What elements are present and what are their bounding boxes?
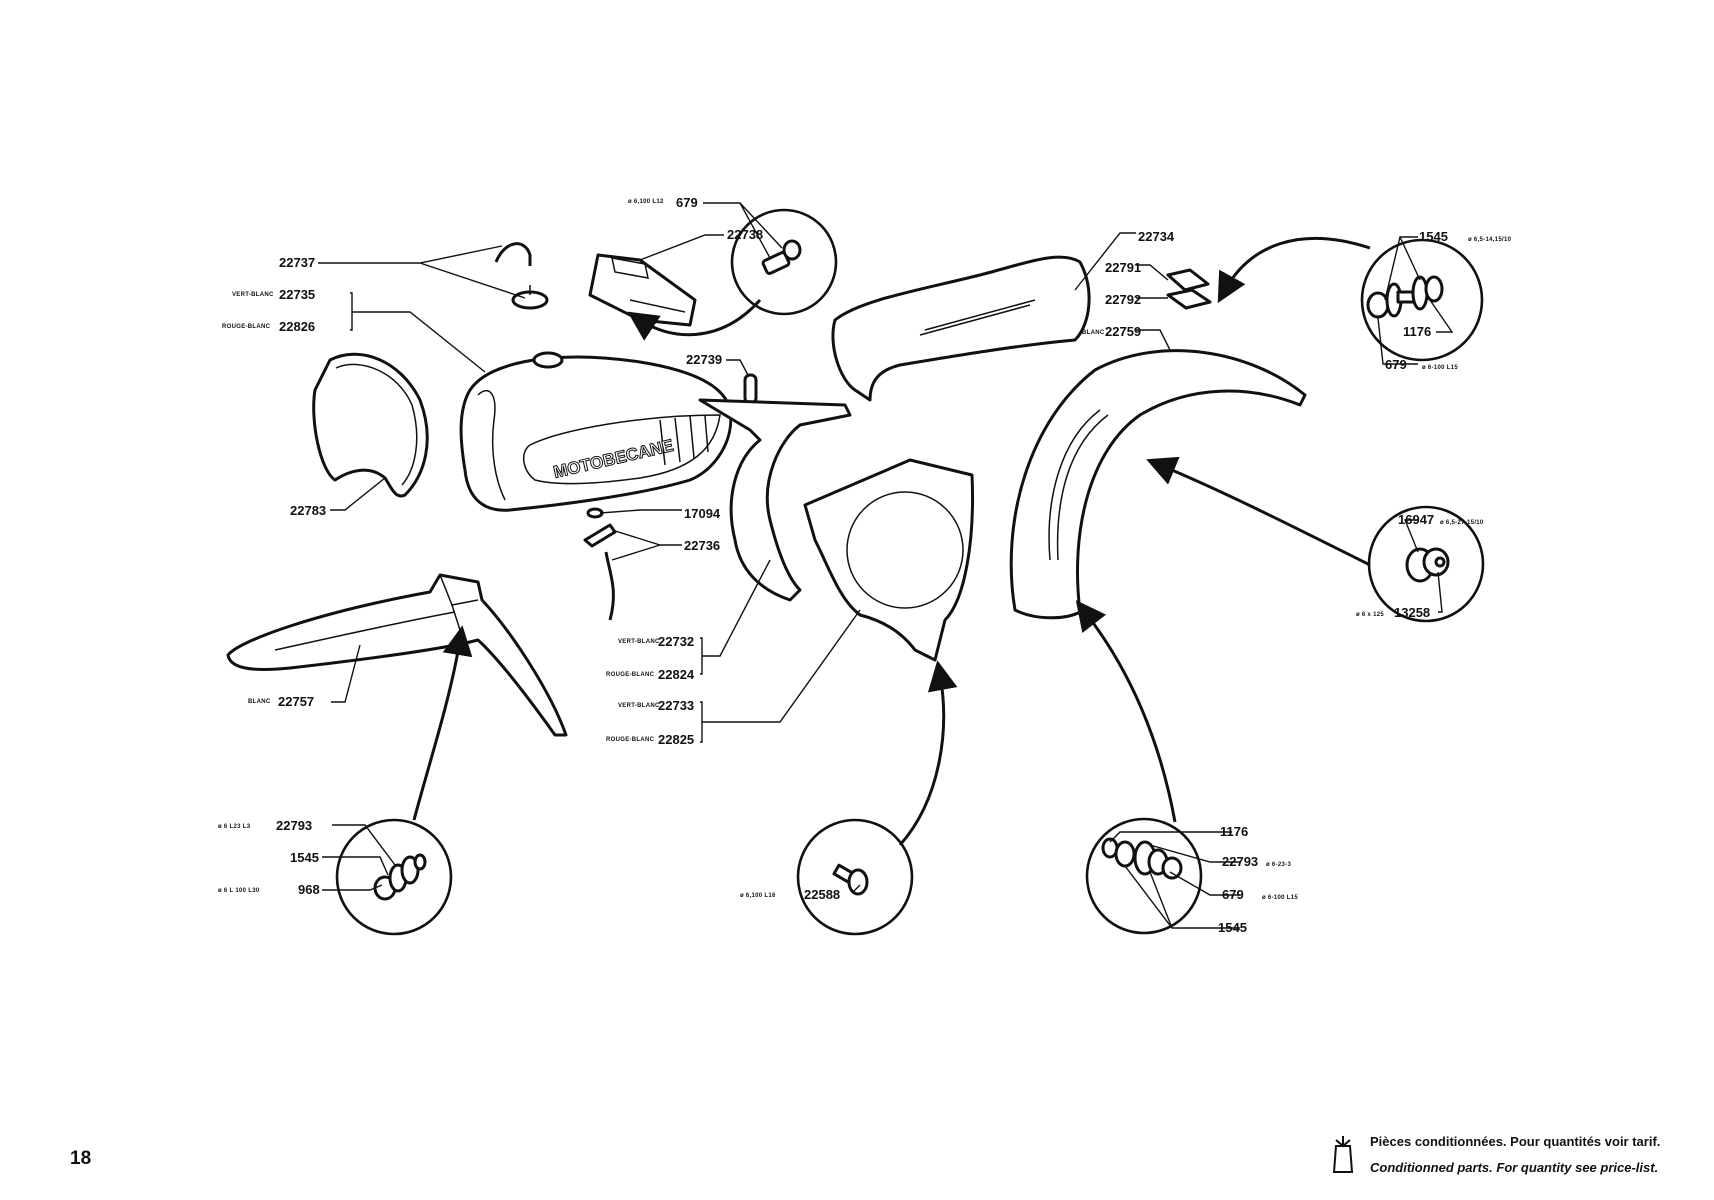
spec-22793-bottom-right: ø 6-23-3 — [1266, 862, 1291, 868]
spec-22588: ø 6,100 L16 — [740, 893, 776, 899]
legend-line-en: Conditionned parts. For quantity see pri… — [1370, 1160, 1658, 1175]
label-22737: 22737 — [279, 255, 315, 270]
fuel-tap-22736 — [583, 507, 617, 621]
label-22783: 22783 — [290, 503, 326, 518]
clip-22739 — [743, 373, 758, 405]
label-22791: 22791 — [1105, 260, 1141, 275]
label-22736: 22736 — [684, 538, 720, 553]
arrow-tank-screw — [627, 299, 762, 341]
conditioned-parts-bag-icon — [1332, 1136, 1354, 1173]
color-22825: ROUGE-BLANC — [606, 737, 655, 743]
label-1176-bottom-right: 1176 — [1220, 824, 1248, 839]
label-679-top-right: 679 — [1385, 357, 1407, 372]
label-22588: 22588 — [804, 887, 840, 902]
spec-22793-bottom-left: ø 6 L23 L3 — [218, 824, 251, 830]
spec-679-top: ø 6,100 L12 — [628, 199, 664, 205]
color-22733: VERT-BLANC — [618, 703, 660, 709]
arrow-rear-fender — [1075, 600, 1177, 823]
legend-line-fr: Pièces conditionnées. Pour quantités voi… — [1370, 1134, 1660, 1149]
side-cover-right-22733 — [803, 458, 974, 662]
arrow-front-fender — [412, 625, 473, 821]
spec-13258: ø 6 x 125 — [1356, 612, 1384, 618]
spec-679-top-right: ø 6-100 L15 — [1422, 365, 1458, 371]
color-22759: BLANC — [1082, 330, 1105, 336]
arrow-seat-fixing — [1217, 236, 1371, 304]
rear-fender-hardware — [1101, 837, 1183, 880]
label-22738: 22738 — [727, 227, 763, 242]
spec-16947: ø 6,5-27-15/10 — [1440, 520, 1484, 526]
label-22824: 22824 — [658, 667, 695, 682]
arrow-side-cover — [898, 660, 958, 846]
label-22739: 22739 — [686, 352, 722, 367]
label-13258: 13258 — [1394, 605, 1430, 620]
color-22824: ROUGE-BLANC — [606, 672, 655, 678]
color-22826: ROUGE-BLANC — [222, 324, 271, 330]
arrow-fender-nut — [1146, 456, 1371, 567]
label-22735: 22735 — [279, 287, 315, 302]
front-fender-hardware — [373, 853, 427, 901]
screw-22588 — [832, 863, 869, 896]
label-22793-bottom-right: 22793 — [1222, 854, 1258, 869]
label-22826: 22826 — [279, 319, 315, 334]
tank-pad-22738 — [588, 253, 697, 327]
label-22793-bottom-left: 22793 — [276, 818, 312, 833]
screw-679 — [761, 239, 802, 275]
spec-1545-top-right: ø 6,5-14,15/10 — [1468, 237, 1512, 243]
side-cover-left-22732 — [698, 398, 852, 602]
label-17094: 17094 — [684, 506, 721, 521]
label-22825: 22825 — [658, 732, 694, 747]
label-1545-top-right: 1545 — [1419, 229, 1448, 244]
label-1176-top-right: 1176 — [1403, 324, 1431, 339]
part-labels: ø 6,100 L12 679 22738 22737 VERT-BLANC 2… — [218, 195, 1512, 935]
spec-968: ø 6 L 100 L30 — [218, 888, 260, 894]
label-22792: 22792 — [1105, 292, 1141, 307]
gasket-22783 — [312, 352, 429, 498]
color-22732: VERT-BLANC — [618, 639, 660, 645]
label-16947: 16947 — [1398, 512, 1434, 527]
label-22759: 22759 — [1105, 324, 1141, 339]
seat-fixing-hardware — [1366, 275, 1444, 319]
fender-nut-hardware — [1405, 547, 1450, 583]
label-968: 968 — [298, 882, 320, 897]
vent-pipe-22737 — [494, 242, 549, 310]
rear-fender-22759 — [1009, 349, 1307, 620]
seat-22734 — [831, 255, 1091, 402]
label-22757: 22757 — [278, 694, 314, 709]
label-22734: 22734 — [1138, 229, 1175, 244]
detail-circle-rear-fender-fixing — [1085, 817, 1203, 935]
color-22735: VERT-BLANC — [232, 292, 274, 298]
label-1545-bottom-left: 1545 — [290, 850, 319, 865]
label-679-bottom-right: 679 — [1222, 887, 1244, 902]
label-679-top: 679 — [676, 195, 698, 210]
color-22757: BLANC — [248, 699, 271, 705]
label-1545-bottom-right: 1545 — [1218, 920, 1247, 935]
seat-clips-22791-22792 — [1166, 268, 1212, 310]
front-fender-22757 — [226, 573, 568, 737]
label-22732: 22732 — [658, 634, 694, 649]
spec-679-bottom-right: ø 6-100 L15 — [1262, 895, 1298, 901]
page-number: 18 — [70, 1148, 91, 1169]
leader-lines — [318, 202, 1454, 929]
fuel-tank: MOTOBECANE — [459, 351, 733, 512]
label-22733: 22733 — [658, 698, 694, 713]
